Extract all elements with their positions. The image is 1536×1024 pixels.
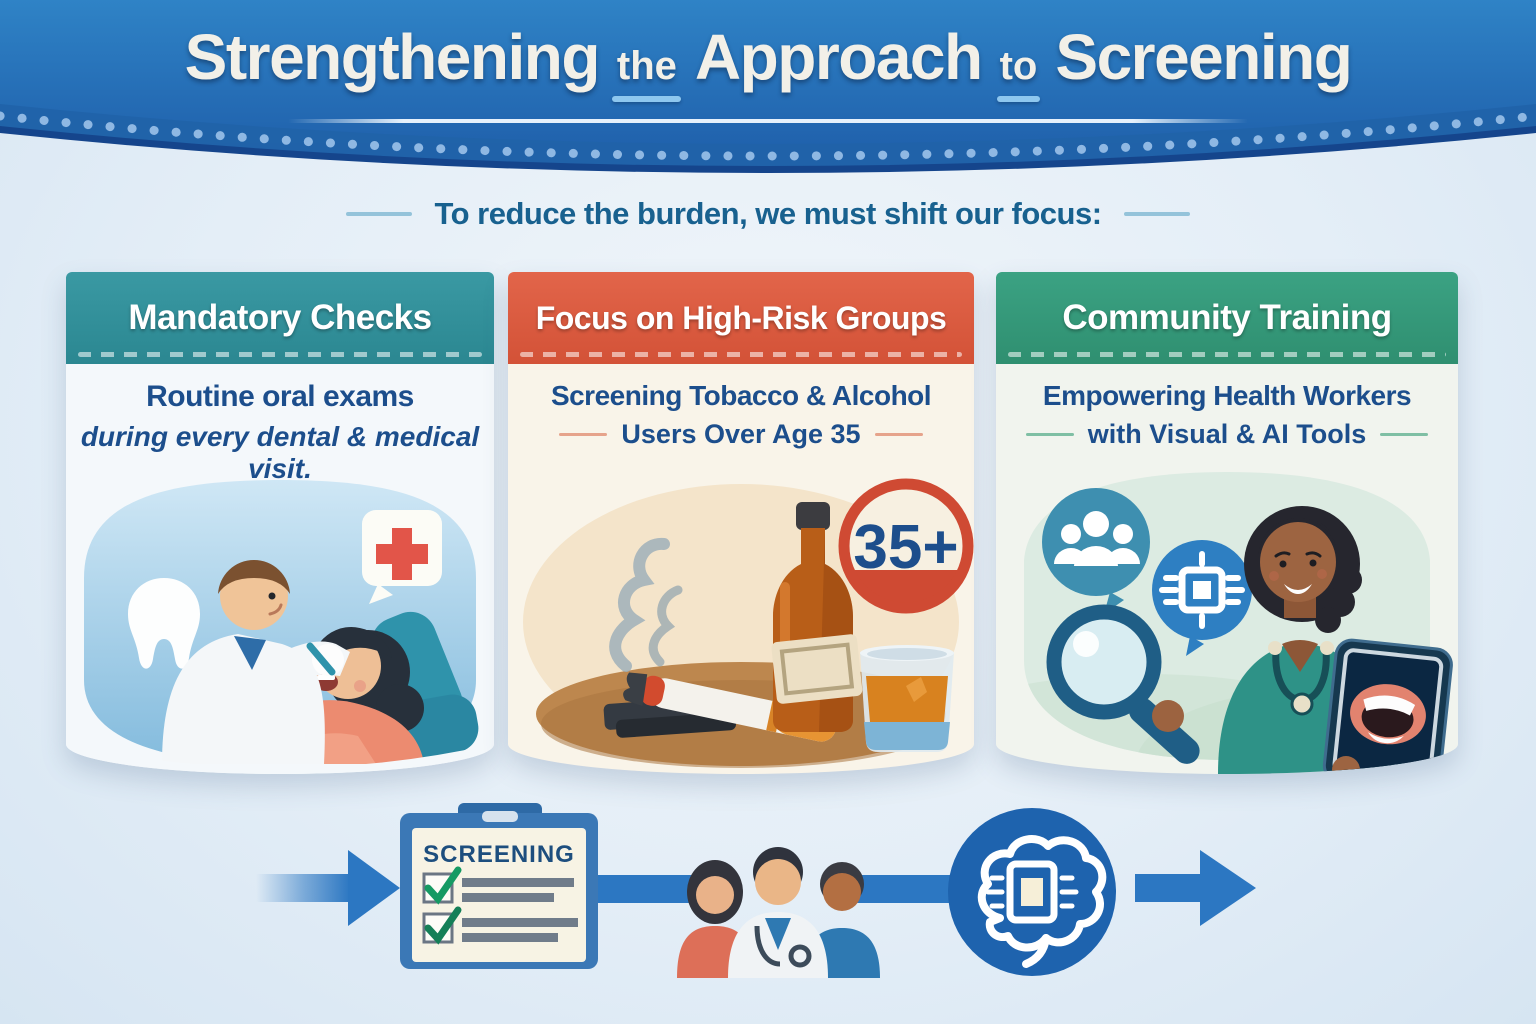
header-dashed-line [520, 352, 962, 357]
card-line2: during every dental & medical visit. [80, 421, 480, 484]
title-word-small: to [999, 44, 1038, 88]
medical-cross-bubble-icon [362, 510, 442, 604]
banner-edge [0, 126, 1536, 173]
accent-dash [1380, 433, 1429, 436]
card-body-text: Empowering Health Workers with Visual & … [996, 380, 1458, 450]
card-header-label: Community Training [1062, 298, 1392, 337]
patients-group-icon [677, 847, 880, 978]
title-word: Strengthening [184, 21, 601, 93]
dental-tool [306, 642, 336, 676]
card-line2: Users Over Age 35 [508, 419, 974, 450]
subtitle: To reduce the burden, we must shift our … [0, 196, 1536, 232]
title-underline [996, 96, 1041, 102]
health-worker-illustration [1024, 472, 1453, 774]
subtitle-dash-left [346, 212, 413, 216]
whiskey-glass [860, 645, 954, 752]
card-line2: with Visual & AI Tools [996, 419, 1458, 450]
dentist-figure [162, 559, 350, 764]
scene-bottom-curve [66, 744, 494, 774]
card-header: Focus on High-Risk Groups [508, 272, 974, 364]
process-flow: SCREENING [256, 803, 1256, 978]
flow-arrow-left-icon [256, 850, 400, 926]
title-underline [612, 96, 682, 102]
banner-curve-strip [0, 104, 1536, 168]
stethoscope [1268, 641, 1334, 716]
tablet-with-mouth-image [1322, 638, 1453, 774]
screening-clipboard-icon: SCREENING [400, 803, 598, 969]
card-header-label: Mandatory Checks [128, 298, 432, 337]
badge-text: 35+ [853, 513, 958, 582]
card-line2-text: Users Over Age 35 [621, 419, 861, 449]
whiskey-bottle [771, 502, 863, 732]
title-divider-line [288, 119, 1248, 123]
card-body-text: Screening Tobacco & Alcohol Users Over A… [508, 380, 974, 450]
title-word-small: the [616, 44, 677, 88]
card-line1: Empowering Health Workers [1042, 380, 1412, 411]
dentist-examining-patient-illustration [66, 480, 494, 774]
header-banner [0, 0, 1536, 173]
checklist-row [422, 906, 578, 945]
title-word: Screening [1055, 21, 1352, 93]
header-dashed-line [1008, 352, 1446, 357]
card-line1: Screening Tobacco & Alcohol [550, 380, 932, 411]
accent-dash [874, 433, 923, 436]
accent-dash [1025, 433, 1074, 436]
worker-hand [1152, 700, 1184, 732]
clipboard-title: SCREENING [423, 841, 575, 868]
ai-chip-speech-bubble-icon [1152, 540, 1252, 656]
card-line1: Routine oral exams [146, 380, 414, 413]
tooth-icon [128, 578, 200, 669]
worker-hand [1332, 756, 1360, 774]
page-title: Strengthening the Approach to Screening [0, 20, 1536, 102]
cigarette-smoke [609, 537, 683, 672]
subtitle-text: To reduce the burden, we must shift our … [434, 196, 1102, 231]
card-header-label: Focus on High-Risk Groups [535, 299, 947, 336]
card-community-training: Community Training Empowering Health Wor… [996, 272, 1458, 774]
age-35-plus-badge: 35+ [838, 478, 974, 614]
flow-arrow-right-icon [1135, 850, 1256, 926]
title-word: Approach [694, 21, 983, 93]
magnifying-glass-icon [1046, 604, 1200, 764]
card-header: Mandatory Checks [66, 272, 494, 364]
ai-brain-icon [948, 808, 1116, 976]
banner-dotted-line [0, 111, 1536, 161]
card-mandatory-checks: Mandatory Checks Routine oral exams duri… [66, 272, 494, 774]
title-word-small-wrap: to [996, 44, 1041, 102]
checklist-row [422, 866, 574, 905]
tobacco-alcohol-illustration: 35+ [523, 478, 974, 768]
card-high-risk-groups: Focus on High-Risk Groups Screening Toba… [508, 272, 974, 774]
banner-shape [0, 0, 1536, 168]
accent-dash [559, 433, 608, 436]
subtitle-dash-right [1123, 212, 1190, 216]
card-body-text: Routine oral exams during every dental &… [66, 380, 494, 485]
card-header: Community Training [996, 272, 1458, 364]
header-dashed-line [78, 352, 482, 357]
card-line2-text: with Visual & AI Tools [1087, 419, 1367, 449]
title-word-small-wrap: the [612, 44, 682, 102]
